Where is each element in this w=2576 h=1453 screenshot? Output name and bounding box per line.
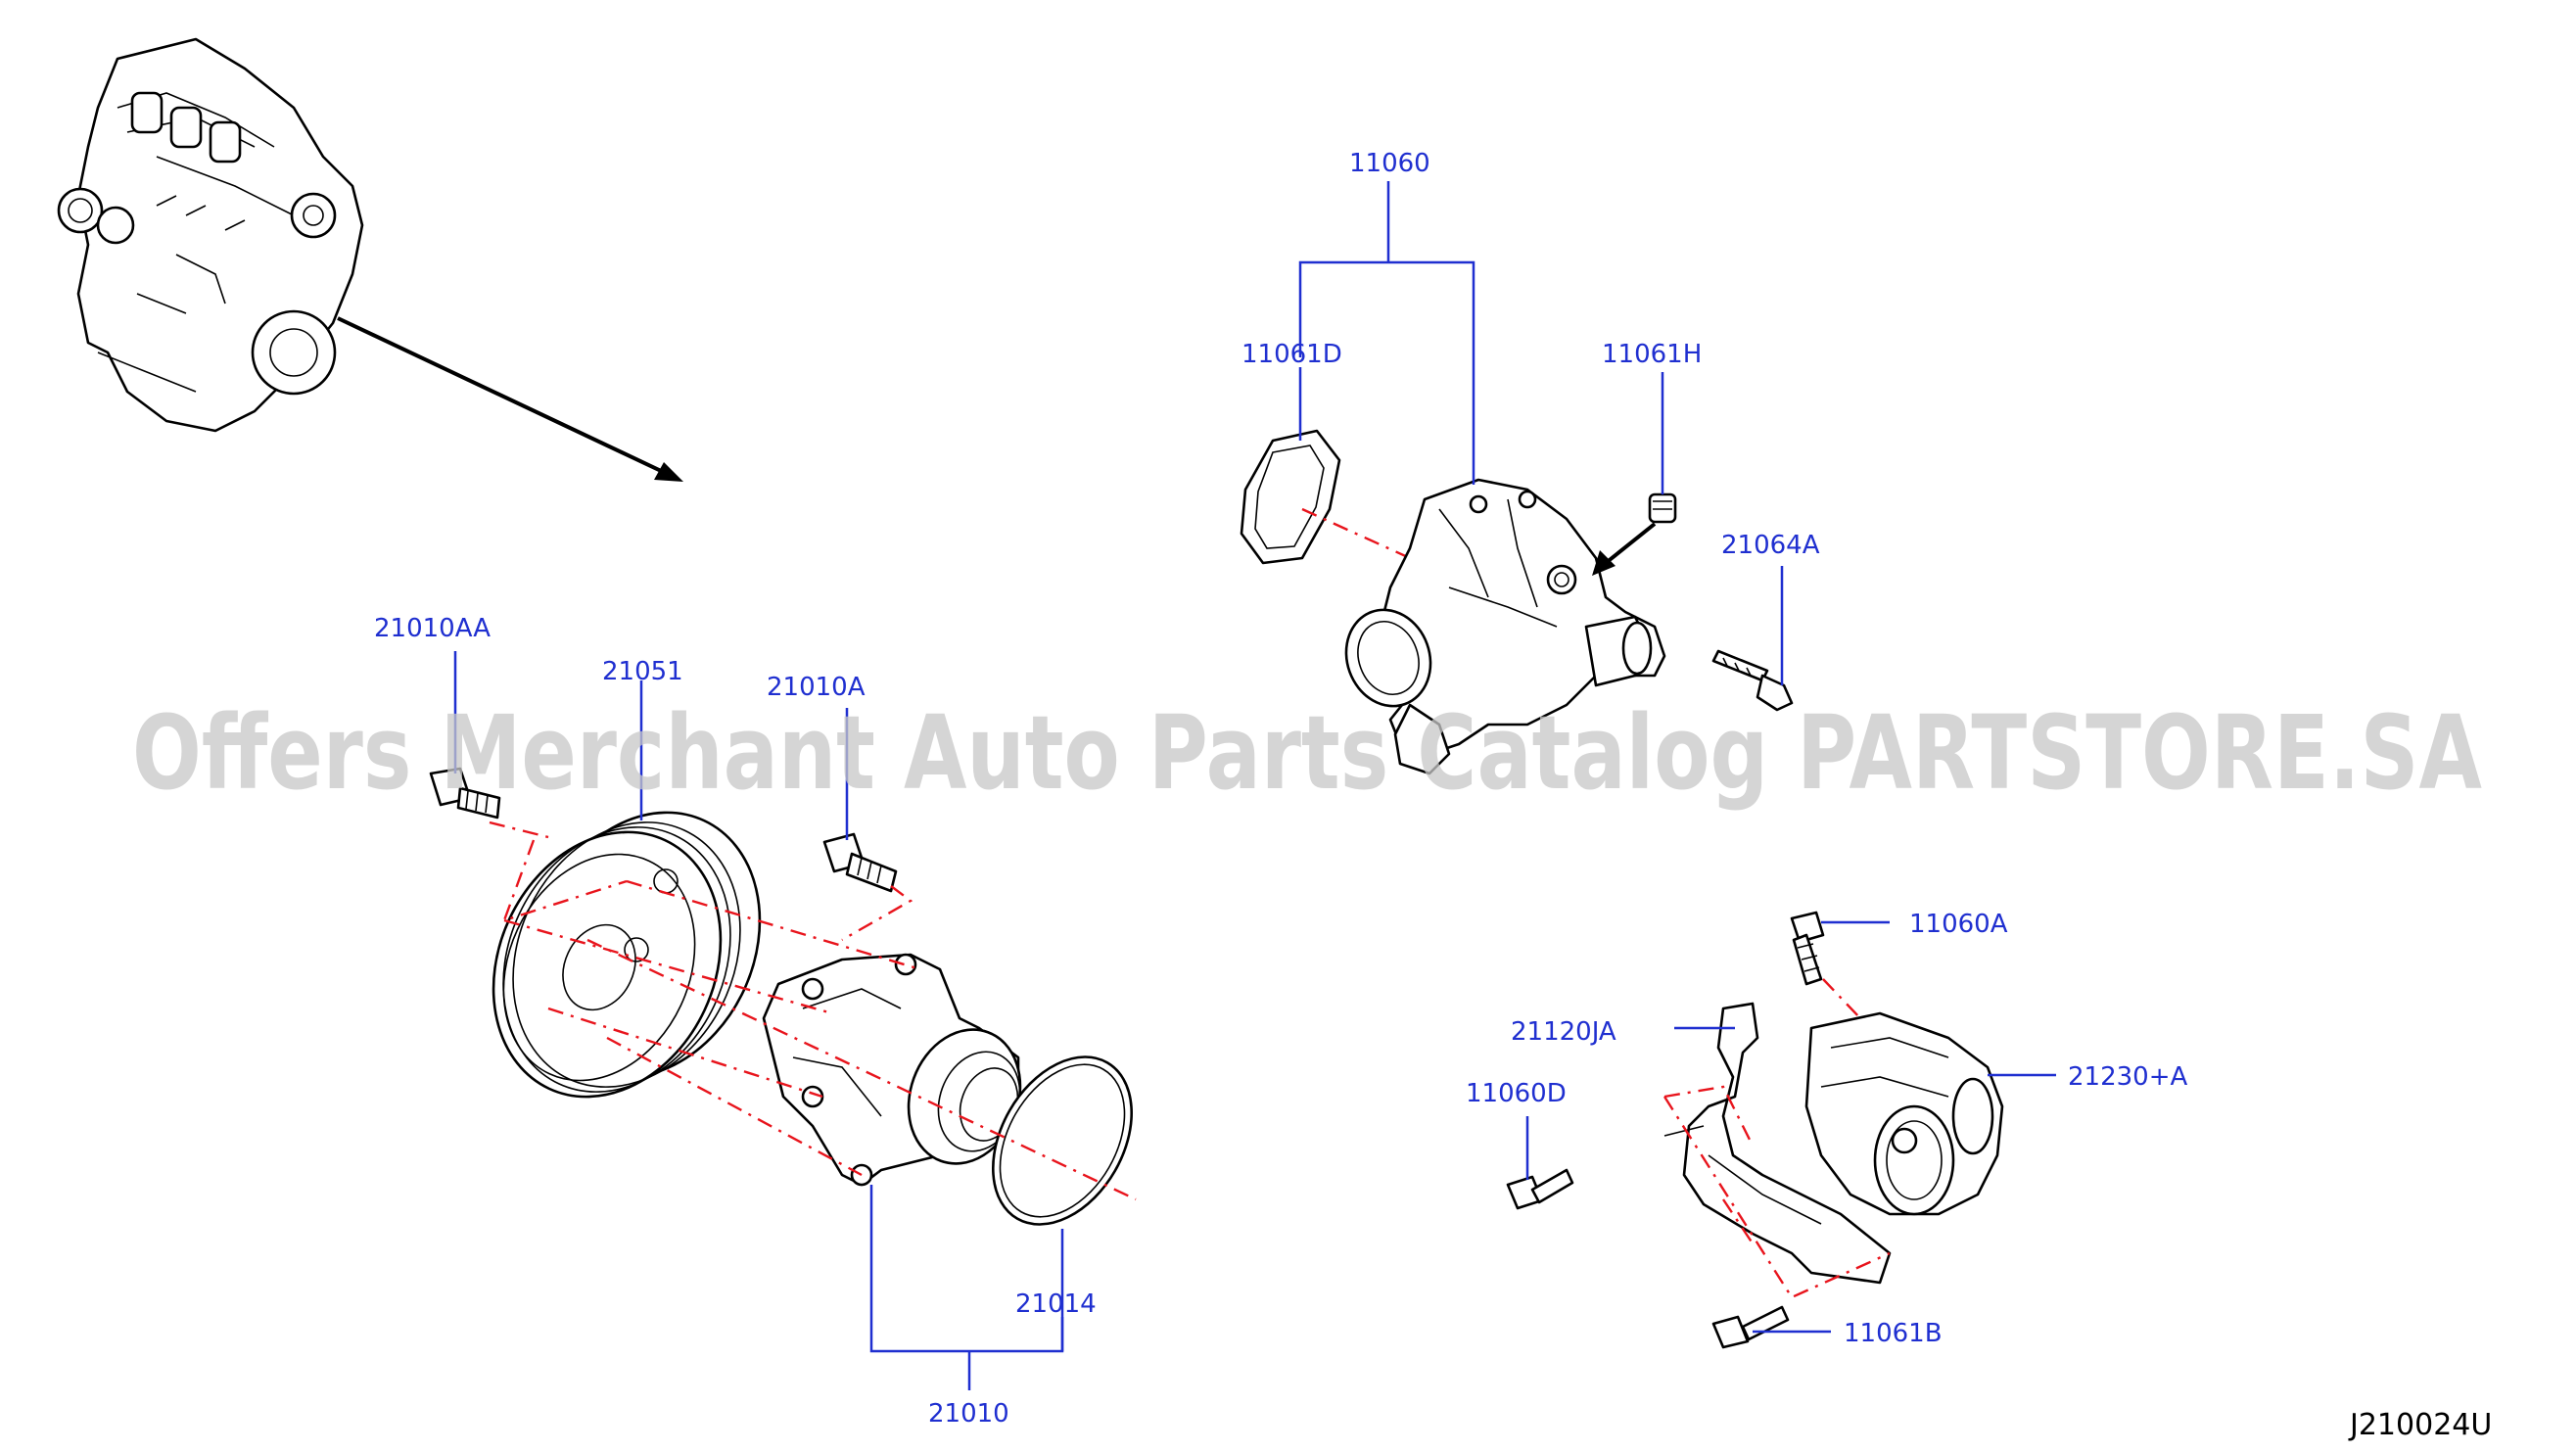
- callout-11061H[interactable]: 11061H: [1602, 340, 1702, 369]
- callout-21010AA[interactable]: 21010AA: [374, 614, 491, 643]
- water-outlet-21230A[interactable]: [1804, 1011, 2004, 1216]
- callout-11061D[interactable]: 11061D: [1241, 340, 1342, 369]
- callout-21010[interactable]: 21010: [928, 1399, 1009, 1429]
- pulley-21051[interactable]: [451, 775, 802, 1135]
- callout-leaders: [453, 181, 2056, 1390]
- sensor-arrow-head: [1592, 550, 1616, 576]
- bracket-21120JA[interactable]: [1663, 1002, 1892, 1285]
- callout-11060A[interactable]: 11060A: [1909, 910, 2008, 939]
- callout-21230A[interactable]: 21230+A: [2068, 1062, 2187, 1092]
- engine-location-arrow-line: [337, 316, 677, 480]
- sensor-arrow-line: [1604, 522, 1657, 565]
- thermostat-gasket-11061D[interactable]: [1240, 429, 1341, 565]
- diagram-code: J210024U: [2348, 1408, 2492, 1442]
- bolt-21010AA[interactable]: [429, 767, 501, 820]
- callout-21064A[interactable]: 21064A: [1721, 531, 1820, 560]
- callout-21120JA[interactable]: 21120JA: [1511, 1017, 1616, 1047]
- bolt-21064A[interactable]: [1711, 649, 1794, 712]
- callout-21010A[interactable]: 21010A: [767, 673, 866, 702]
- bolt-11061B[interactable]: [1711, 1305, 1790, 1349]
- bolt-21010A[interactable]: [822, 832, 898, 893]
- centerline-gasket-housing: [1301, 507, 1411, 560]
- engine-location-arrow-head: [654, 462, 683, 482]
- callout-11060[interactable]: 11060: [1349, 149, 1430, 178]
- watermark: Offers Merchant Auto Parts Catalog PARTS…: [132, 693, 2482, 813]
- engine-overview-illustration: [57, 37, 364, 433]
- callout-21051[interactable]: 21051: [602, 657, 683, 686]
- bolt-11060D[interactable]: [1506, 1168, 1574, 1210]
- callout-11060D[interactable]: 11060D: [1466, 1079, 1567, 1108]
- water-outlet-centerlines: [1663, 978, 1891, 1299]
- bolt-11060A[interactable]: [1790, 911, 1825, 986]
- callout-21014[interactable]: 21014: [1015, 1289, 1097, 1319]
- thermostat-housing-11060[interactable]: [1333, 478, 1666, 775]
- o-ring-21014[interactable]: [964, 1032, 1159, 1248]
- callout-11061B[interactable]: 11061B: [1844, 1319, 1943, 1348]
- sensor-plug-11061H[interactable]: [1648, 492, 1677, 524]
- water-pump-centerlines: [489, 820, 1137, 1201]
- water-pump-21010[interactable]: [762, 953, 1039, 1187]
